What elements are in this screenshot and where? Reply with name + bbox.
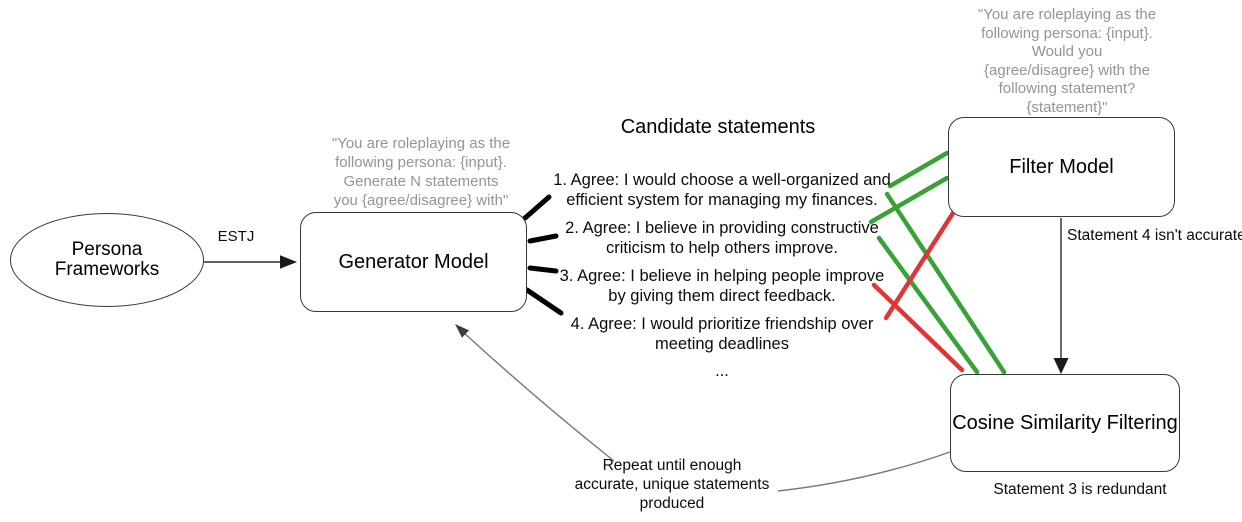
candidate-statements-list: 1. Agree: I would choose a well-organize… [550, 170, 894, 380]
statement-4: 4. Agree: I would prioritize friendship … [570, 315, 874, 353]
persona-frameworks-label: Persona Frameworks [54, 239, 160, 280]
statement-3: 3. Agree: I believe in helping people im… [559, 267, 885, 305]
statement1-to-filter-link-green [887, 150, 950, 189]
cosine-similarity-label: Cosine Similarity Filtering [952, 412, 1178, 434]
generator-model-label: Generator Model [338, 251, 489, 273]
generator-prompt-text: "You are roleplaying as the following pe… [331, 135, 511, 209]
estj-edge-label: ESTJ [217, 228, 255, 245]
repeat-to-generator-arrowhead-icon [455, 324, 469, 338]
filter-reject-statement4-link-red [883, 210, 956, 321]
cosine-to-repeat-connector [777, 451, 951, 492]
filter-model-node: Filter Model [948, 117, 1175, 217]
filter-model-label: Filter Model [1009, 156, 1114, 178]
cosine-reject-note: Statement 3 is redundant [993, 481, 1167, 498]
filter-prompt-text: "You are roleplaying as the following pe… [977, 6, 1157, 116]
candidate-statements-title: Candidate statements [620, 116, 816, 138]
statement1-to-cosine-link-green [884, 191, 1007, 375]
statements-ellipsis: ... [715, 362, 729, 380]
filter-reject-note: Statement 4 isn't accurate [1067, 227, 1242, 244]
cosine-similarity-node: Cosine Similarity Filtering [950, 374, 1180, 472]
statement-1: 1. Agree: I would choose a well-organize… [553, 171, 891, 209]
generator-model-node: Generator Model [300, 212, 527, 312]
statement-2: 2. Agree: I believe in providing constru… [565, 219, 879, 257]
persona-to-generator-arrowhead-icon [280, 255, 297, 269]
filter-to-cosine-arrowhead-icon [1053, 358, 1069, 374]
repeat-loop-note: Repeat until enough accurate, unique sta… [574, 457, 770, 512]
persona-frameworks-node: Persona Frameworks [10, 213, 204, 307]
